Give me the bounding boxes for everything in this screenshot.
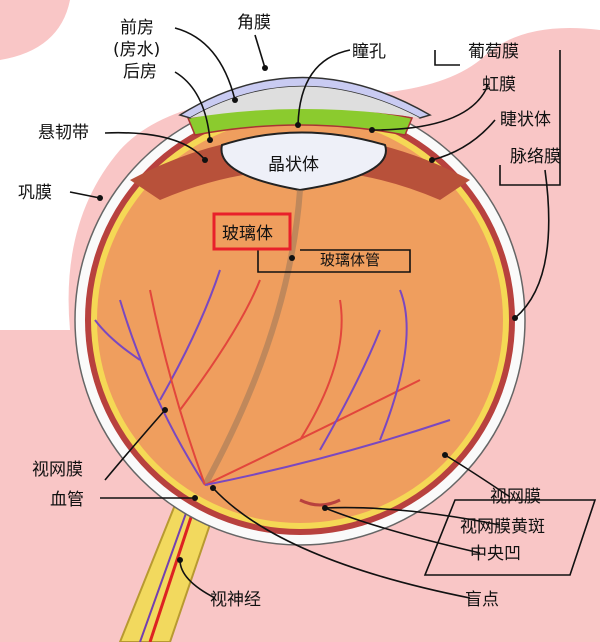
retinal-vessels <box>94 269 451 486</box>
label-sclera: 巩膜 <box>18 183 52 203</box>
label-cornea: 角膜 <box>237 13 271 33</box>
label-ciliary-body: 睫状体 <box>500 110 551 130</box>
label-zonule: 悬韧带 <box>38 123 89 143</box>
label-retina: 视网膜 <box>490 487 541 507</box>
label-retinal-vessels-2: 血管 <box>50 490 84 510</box>
label-hyaloid-canal: 玻璃体管 <box>320 251 380 269</box>
hyaloid-canal <box>202 189 303 487</box>
label-macula: 视网膜黄斑 <box>460 517 545 537</box>
anterior-chamber <box>190 86 420 118</box>
vitreous-body <box>97 117 503 523</box>
label-choroid: 脉络膜 <box>510 147 561 167</box>
label-aqueous-humor: (房水) <box>113 40 160 60</box>
label-vitreous-body: 玻璃体 <box>222 224 273 244</box>
lens <box>220 131 387 192</box>
label-iris: 虹膜 <box>482 75 516 95</box>
background-white-region <box>0 0 600 330</box>
vitreous-highlight-box <box>212 212 292 251</box>
label-lens: 晶状体 <box>268 155 319 175</box>
label-blind-spot: 盲点 <box>465 590 499 610</box>
label-posterior-chamber: 后房 <box>123 62 157 82</box>
label-uvea: 葡萄膜 <box>468 42 519 62</box>
label-anterior-chamber: 前房 <box>120 18 154 38</box>
label-pupil: 瞳孔 <box>352 42 386 62</box>
label-retinal-vessels-1: 视网膜 <box>32 460 83 480</box>
label-fovea: 中央凹 <box>470 544 521 564</box>
fovea <box>299 498 341 507</box>
label-optic-nerve: 视神经 <box>210 590 261 610</box>
